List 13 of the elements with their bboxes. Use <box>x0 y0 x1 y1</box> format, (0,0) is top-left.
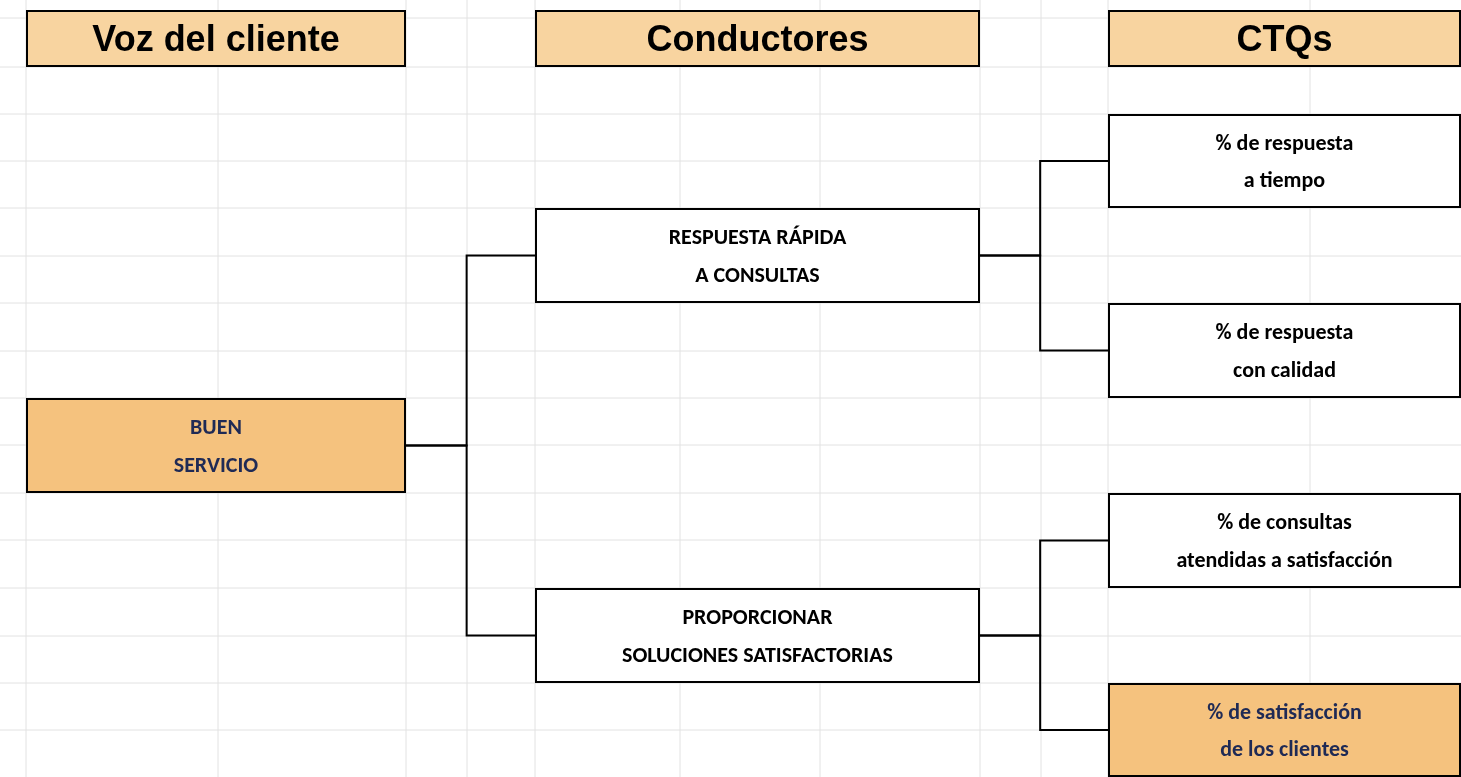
driver-box: RESPUESTA RÁPIDA A CONSULTAS <box>535 208 980 303</box>
column-header: Conductores <box>535 10 980 67</box>
root-box: BUEN SERVICIO <box>26 398 406 493</box>
driver-box: PROPORCIONAR SOLUCIONES SATISFACTORIAS <box>535 588 980 683</box>
connector-line <box>979 254 1109 352</box>
connector-line <box>979 634 1109 731</box>
ctq-box: % de respuesta a tiempo <box>1108 114 1461 208</box>
column-header: Voz del cliente <box>26 10 406 67</box>
connector-line <box>405 444 536 637</box>
ctq-box: % de satisfacción de los clientes <box>1108 683 1461 777</box>
ctq-box: % de respuesta con calidad <box>1108 303 1461 398</box>
column-header: CTQs <box>1108 10 1461 67</box>
ctq-box: % de consultas atendidas a satisfacción <box>1108 493 1461 588</box>
